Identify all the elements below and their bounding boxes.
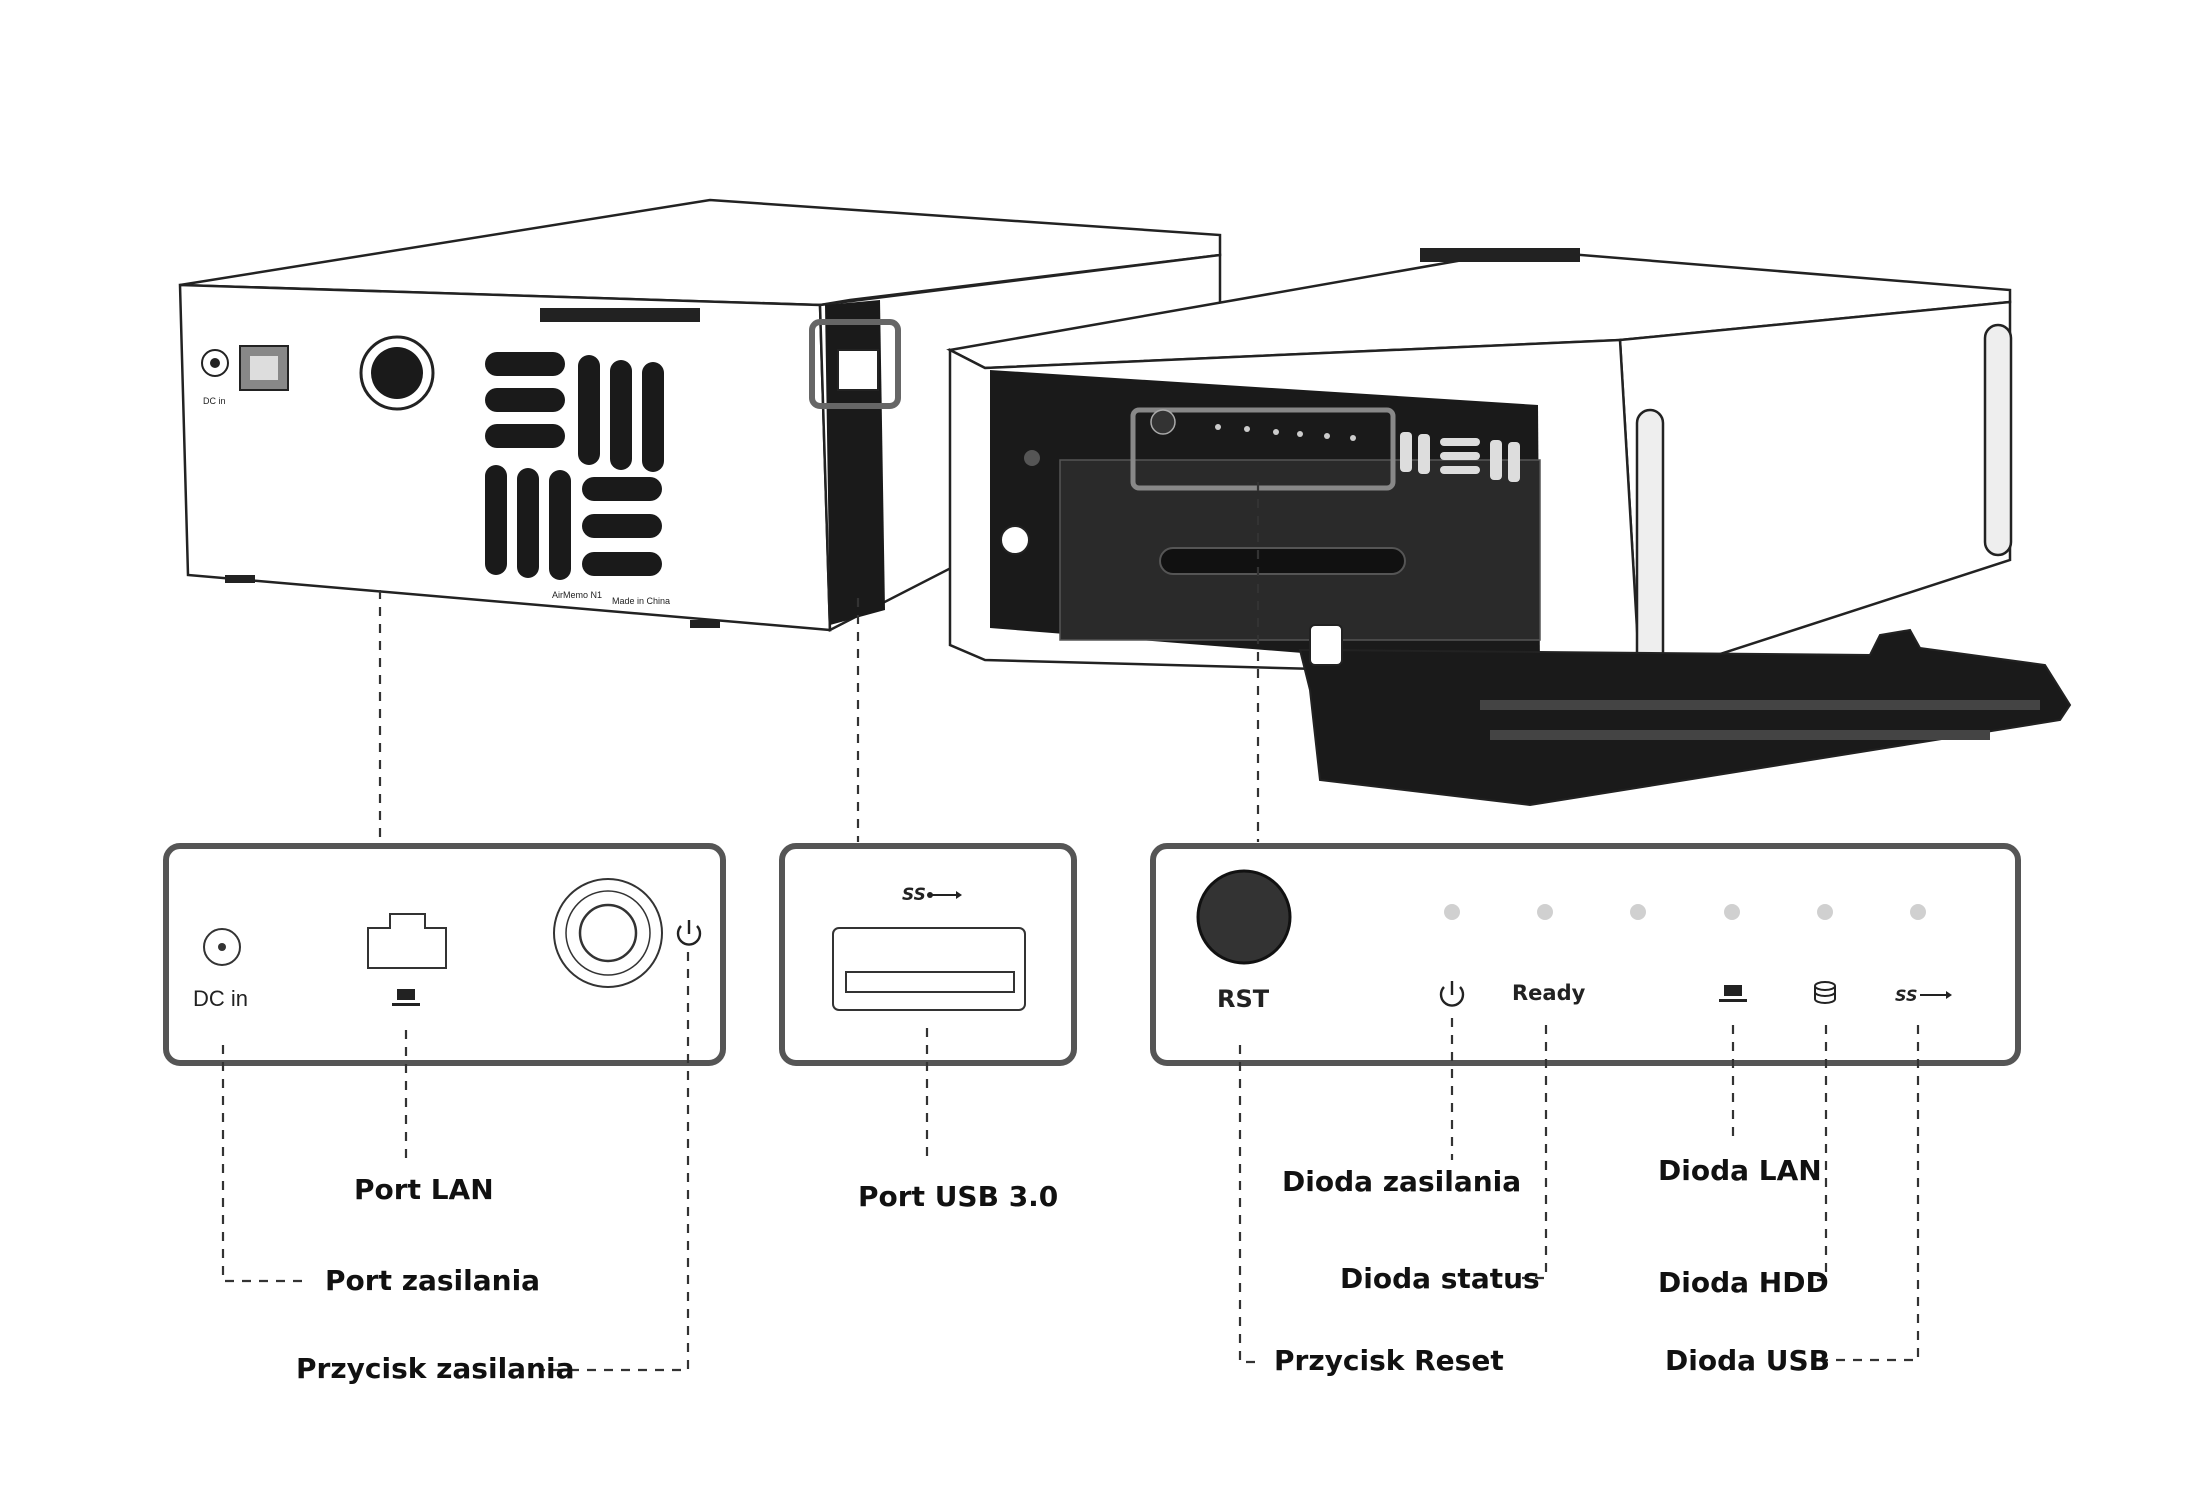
label-port-zasilania: Port zasilania bbox=[325, 1264, 540, 1297]
device-left-dc-label: DC in bbox=[203, 396, 226, 406]
callout-lines bbox=[221, 952, 1920, 1372]
panel-left-dc-label: DC in bbox=[193, 986, 248, 1011]
power-icon bbox=[676, 920, 702, 946]
svg-text:SS: SS bbox=[902, 885, 926, 905]
label-dioda-zasilania: Dioda zasilania bbox=[1282, 1165, 1521, 1198]
panel-usb: SS bbox=[779, 843, 1077, 1066]
svg-text:SS: SS bbox=[1895, 986, 1917, 1005]
label-przycisk-reset: Przycisk Reset bbox=[1274, 1344, 1504, 1377]
panel-left-rear: DC in bbox=[163, 843, 726, 1066]
label-dioda-status: Dioda status bbox=[1340, 1262, 1540, 1295]
device-leader-lines bbox=[378, 482, 1260, 842]
lan-icon bbox=[392, 989, 420, 1006]
lan-led-icon bbox=[1719, 985, 1747, 1002]
usb-led-icon: SS bbox=[1895, 986, 1952, 1005]
label-dioda-lan: Dioda LAN bbox=[1658, 1154, 1822, 1187]
hdd-icon bbox=[1814, 981, 1836, 1004]
panel-right-front: RST Ready SS bbox=[1150, 843, 2021, 1066]
power-led-icon bbox=[1439, 981, 1465, 1007]
label-dioda-usb: Dioda USB bbox=[1665, 1344, 1830, 1377]
label-port-usb: Port USB 3.0 bbox=[858, 1180, 1058, 1213]
label-port-lan: Port LAN bbox=[354, 1173, 494, 1206]
device-right-illustration bbox=[946, 248, 2072, 807]
usb-ss-icon: SS bbox=[902, 885, 962, 905]
device-left-model: AirMemo N1 bbox=[552, 590, 602, 600]
label-dioda-hdd: Dioda HDD bbox=[1658, 1266, 1829, 1299]
panel-right-ready-label: Ready bbox=[1512, 981, 1586, 1005]
device-left-made-in: Made in China bbox=[612, 596, 670, 606]
panel-right-rst-label: RST bbox=[1217, 985, 1270, 1013]
led-row bbox=[1444, 904, 1926, 920]
label-przycisk-zasilania: Przycisk zasilania bbox=[296, 1352, 574, 1385]
callout-labels: Port LAN Port zasilania Przycisk zasilan… bbox=[296, 1154, 1830, 1385]
